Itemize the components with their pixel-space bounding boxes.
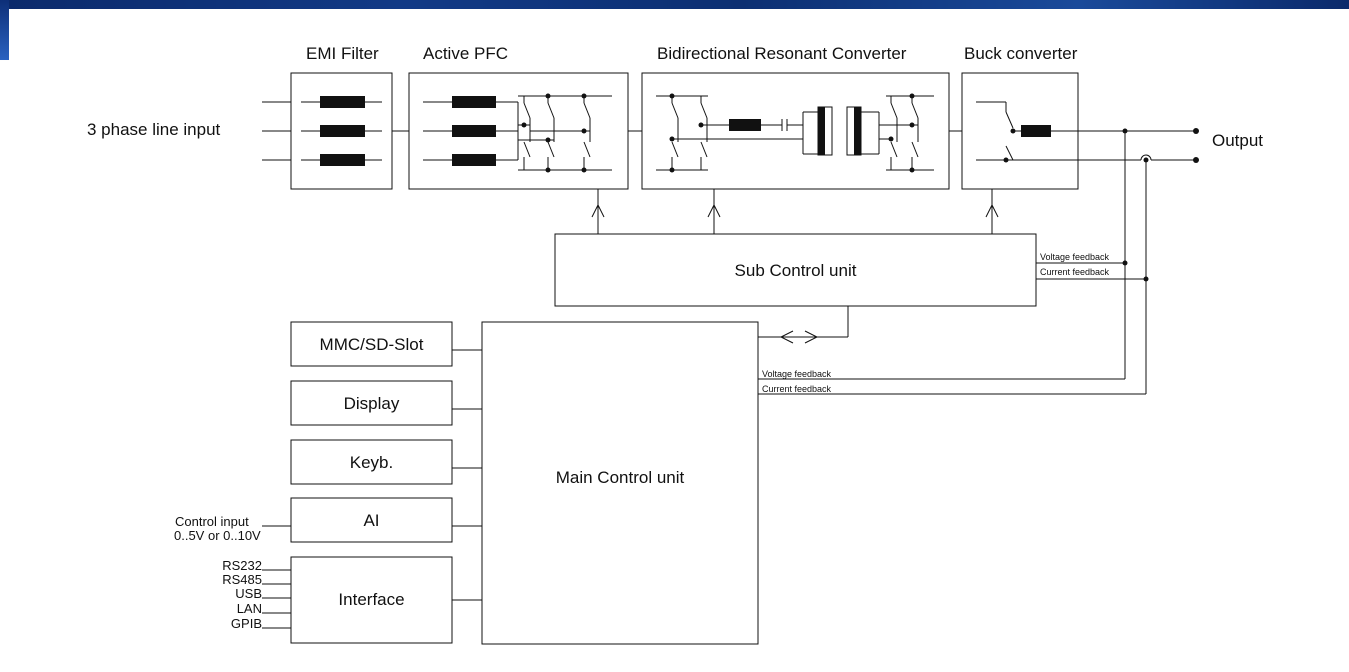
title-buck-converter: Buck converter [964, 44, 1078, 63]
control-input-label: Control input [175, 514, 249, 529]
interface-box [290, 556, 453, 644]
interface-rs485: RS485 [222, 572, 262, 587]
output-label: Output [1212, 131, 1263, 150]
emi-filter-box [290, 72, 393, 190]
display-label: Display [344, 394, 400, 413]
main-voltage-feedback-label: Voltage feedback [762, 369, 832, 379]
resonant-converter-box [641, 72, 950, 190]
display-box [290, 380, 453, 426]
keyboard-label: Keyb. [350, 453, 393, 472]
sub-control-unit-label: Sub Control unit [735, 261, 857, 280]
mmc-sd-slot-box [290, 321, 453, 367]
analog-input-box [290, 497, 453, 543]
interface-label: Interface [338, 590, 404, 609]
title-emi-filter: EMI Filter [306, 44, 379, 63]
keyboard-box [290, 439, 453, 485]
sub-feedback-lines [1036, 260, 1149, 282]
main-feedback-lines [758, 378, 1146, 395]
buck-converter-box [961, 72, 1080, 190]
main-current-feedback-label: Current feedback [762, 384, 832, 394]
interface-lines [262, 569, 291, 629]
output-lines [1078, 128, 1199, 394]
window-frame-corner [0, 0, 9, 60]
bus-link [758, 306, 849, 344]
window-frame-top [0, 0, 1349, 9]
active-pfc-box [408, 72, 629, 190]
control-arrows [591, 189, 999, 234]
mmc-sd-slot-label: MMC/SD-Slot [320, 335, 424, 354]
interface-gpib: GPIB [231, 616, 262, 631]
title-resonant-converter: Bidirectional Resonant Converter [657, 44, 907, 63]
window-frame-left [0, 0, 9, 672]
line-input-label: 3 phase line input [87, 120, 221, 139]
interface-usb: USB [235, 586, 262, 601]
main-control-unit-box [481, 321, 759, 645]
main-control-unit-label: Main Control unit [556, 468, 685, 487]
control-input-range: 0..5V or 0..10V [174, 528, 261, 543]
title-active-pfc: Active PFC [423, 44, 508, 63]
interface-rs232: RS232 [222, 558, 262, 573]
input-lines [262, 101, 291, 161]
analog-input-label: AI [363, 511, 379, 530]
sub-control-unit-box [554, 233, 1037, 307]
sub-voltage-feedback-label: Voltage feedback [1040, 252, 1110, 262]
sub-current-feedback-label: Current feedback [1040, 267, 1110, 277]
interface-lan: LAN [237, 601, 262, 616]
